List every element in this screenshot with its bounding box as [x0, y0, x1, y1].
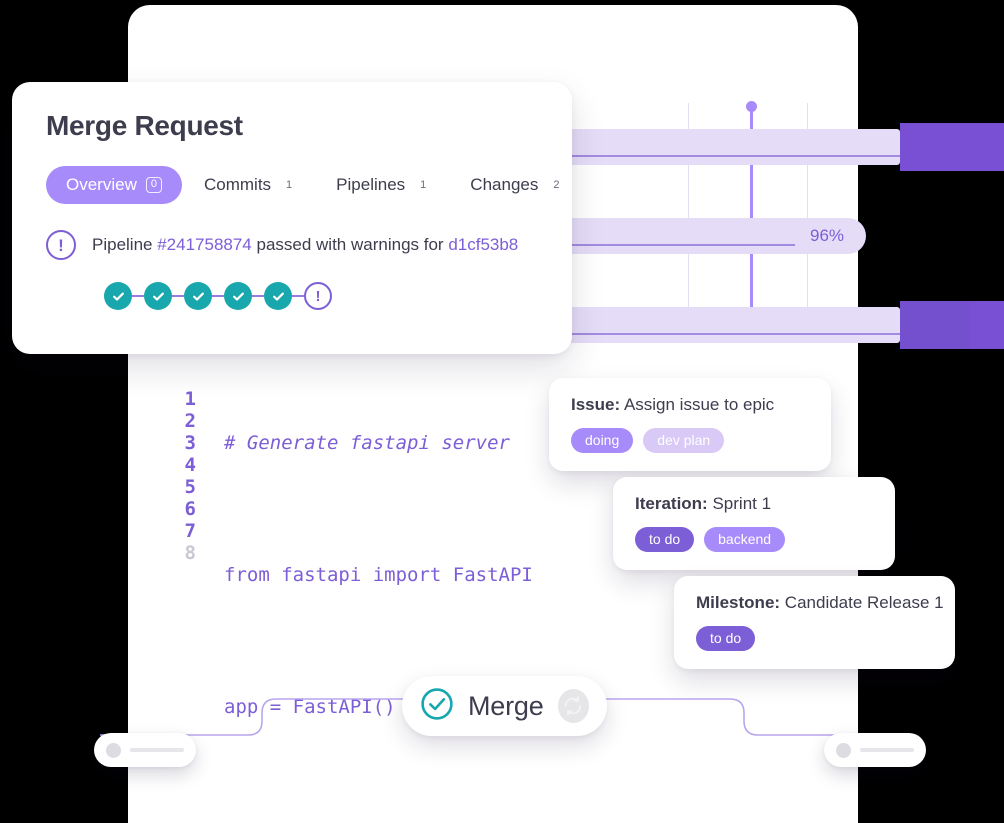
chart-row-track — [560, 307, 900, 343]
pipeline-status-text: Pipeline #241758874 passed with warnings… — [92, 235, 518, 255]
tab-changes[interactable]: Changes 2 — [448, 166, 581, 204]
chart-gridline — [807, 103, 808, 331]
refresh-icon[interactable] — [557, 689, 589, 723]
pipeline-stage-warning-icon[interactable]: ! — [304, 282, 332, 310]
code-line-number: 3 — [184, 432, 196, 454]
tag-backend[interactable]: backend — [704, 527, 786, 552]
chart-row-fill-segment — [900, 301, 970, 349]
code-line-number: 4 — [184, 454, 196, 476]
tab-pipelines[interactable]: Pipelines 1 — [314, 166, 448, 204]
merge-request-card: Merge Request Overview 0 Commits 1 Pipel… — [12, 82, 572, 354]
code-line-number: 5 — [184, 476, 196, 498]
code-line-numbers: 1 2 3 4 5 6 7 8 — [160, 388, 196, 823]
chart-row-baseline — [560, 244, 795, 246]
code-line: # Generate fastapi server — [224, 432, 510, 454]
placeholder-bar — [130, 748, 184, 752]
merge-button[interactable]: Merge — [402, 676, 607, 736]
chart-row-fill: 84% — [970, 301, 1004, 349]
tag-row: to do — [696, 626, 933, 651]
placeholder-bar — [860, 748, 914, 752]
pipeline-stage-connector — [172, 295, 184, 297]
info-card-title: Iteration: Sprint 1 — [635, 494, 873, 514]
info-card-label: Iteration: — [635, 494, 708, 513]
tag-to-do[interactable]: to do — [696, 626, 756, 651]
tab-commits-count: 1 — [286, 179, 293, 191]
tab-overview-label: Overview — [66, 175, 137, 194]
info-card-value: Assign issue to epic — [623, 395, 775, 414]
chart-row-fill: 58% — [900, 123, 1004, 171]
commit-sha-link[interactable]: d1cf53b8 — [448, 235, 519, 254]
info-card-milestone[interactable]: Milestone: Candidate Release 1 to do — [674, 576, 955, 669]
branch-node-right[interactable] — [824, 733, 926, 767]
progress-chart: 58% 96% 84% — [560, 95, 1004, 349]
tag-row: doing dev plan — [571, 428, 809, 453]
info-card-title: Issue: Assign issue to epic — [571, 395, 809, 415]
code-line-number-ghost: 8 — [184, 542, 196, 564]
tab-commits[interactable]: Commits 1 — [182, 166, 314, 204]
info-card-issue[interactable]: Issue: Assign issue to epic doing dev pl… — [549, 378, 831, 471]
chart-row-track — [560, 218, 866, 254]
flow-line-right — [590, 698, 900, 736]
tab-commits-label: Commits — [203, 175, 272, 194]
merge-button-label: Merge — [468, 690, 544, 721]
chart-row-baseline — [560, 333, 900, 335]
tag-doing[interactable]: doing — [571, 428, 634, 453]
pipeline-status-prefix: Pipeline — [92, 235, 158, 254]
pipeline-id-link[interactable]: #241758874 — [157, 235, 252, 254]
pipeline-stage-row: ! — [104, 282, 538, 310]
tab-pipelines-count: 1 — [420, 179, 427, 191]
code-content: # Generate fastapi server from fastapi i… — [224, 388, 602, 823]
pipeline-stage-passed-icon[interactable] — [224, 282, 252, 310]
tag-to-do[interactable]: to do — [635, 527, 695, 552]
tag-dev-plan[interactable]: dev plan — [643, 428, 725, 453]
code-editor[interactable]: 1 2 3 4 5 6 7 8 # Generate fastapi serve… — [160, 388, 602, 823]
tab-overview[interactable]: Overview 0 — [46, 166, 182, 204]
check-circle-icon — [420, 687, 454, 726]
info-card-value: Sprint 1 — [712, 494, 772, 513]
pipeline-status-row: ! Pipeline #241758874 passed with warnin… — [46, 230, 538, 260]
tag-row: to do backend — [635, 527, 873, 552]
code-line-number: 2 — [184, 410, 196, 432]
pipeline-stage-passed-icon[interactable] — [184, 282, 212, 310]
tab-pipelines-label: Pipelines — [336, 175, 406, 194]
chart-row-baseline — [560, 155, 900, 157]
info-card-title: Milestone: Candidate Release 1 — [696, 593, 944, 613]
pipeline-stage-connector — [132, 295, 144, 297]
pipeline-status-middle: passed with warnings for — [251, 235, 449, 254]
code-line-number: 1 — [184, 388, 196, 410]
page-title: Merge Request — [46, 110, 243, 141]
chart-row-track — [560, 129, 900, 165]
pipeline-stage-connector — [292, 295, 304, 297]
info-card-label: Milestone: — [696, 593, 781, 612]
warning-icon: ! — [46, 230, 76, 260]
tab-overview-badge: 0 — [145, 177, 162, 193]
pipeline-stage-connector — [252, 295, 264, 297]
info-card-iteration[interactable]: Iteration: Sprint 1 to do backend — [613, 477, 895, 570]
code-line-number: 6 — [184, 498, 196, 520]
pipeline-stage-passed-icon[interactable] — [144, 282, 172, 310]
pipeline-stage-passed-icon[interactable] — [104, 282, 132, 310]
branch-node-left[interactable] — [94, 733, 196, 767]
info-card-value: Candidate Release 1 — [784, 593, 944, 612]
code-line — [224, 498, 602, 520]
tab-changes-count: 2 — [553, 179, 560, 191]
code-line: app = FastAPI() — [224, 696, 396, 718]
chart-cursor-handle[interactable] — [746, 101, 757, 112]
flow-line-left — [100, 698, 420, 736]
avatar — [106, 742, 121, 758]
pipeline-stage-connector — [212, 295, 224, 297]
chart-bar-label: 96% — [810, 226, 845, 245]
merge-flow — [0, 660, 1004, 823]
info-card-label: Issue: — [571, 395, 621, 414]
code-line: from fastapi import FastAPI — [224, 564, 533, 586]
pipeline-stage-passed-icon[interactable] — [264, 282, 292, 310]
tab-bar: Overview 0 Commits 1 Pipelines 1 Changes… — [46, 166, 559, 204]
code-line — [224, 630, 602, 652]
avatar — [836, 742, 851, 758]
chart-gridline — [688, 103, 689, 331]
code-line-number: 7 — [184, 520, 196, 542]
tab-changes-label: Changes — [470, 175, 539, 194]
